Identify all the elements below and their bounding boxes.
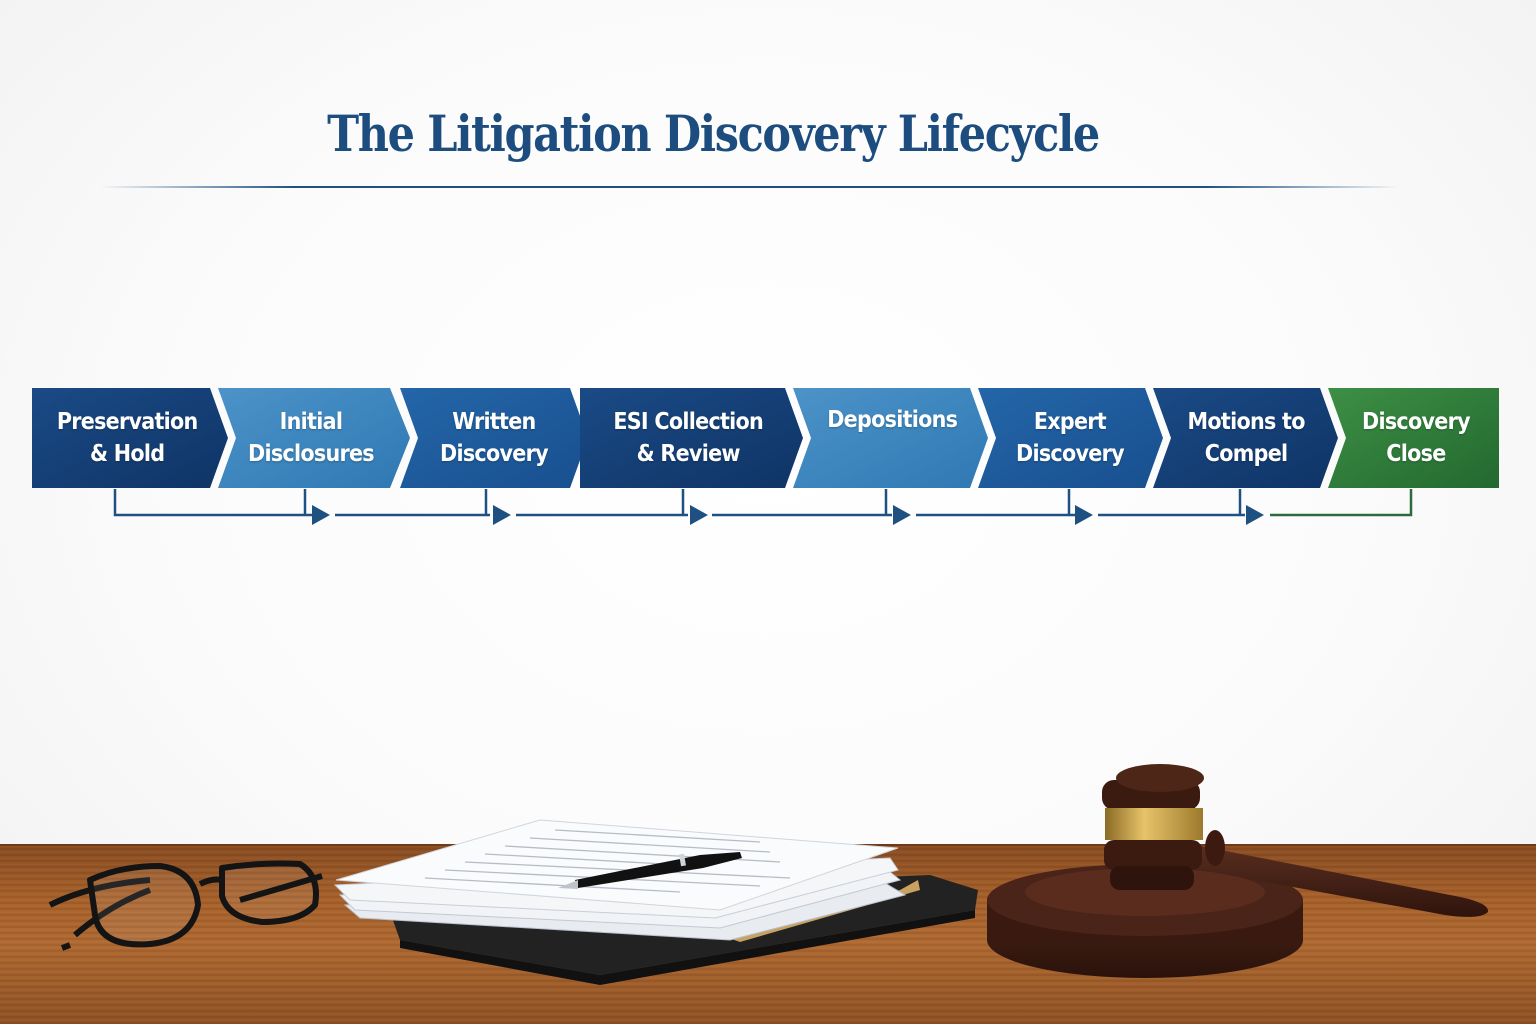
connector-close xyxy=(1270,489,1413,517)
stage-label: ESI Collection & Review xyxy=(613,409,763,467)
arrow-right-icon xyxy=(893,505,911,525)
title-divider xyxy=(100,186,1400,188)
stage-chevron-7 xyxy=(1153,388,1338,488)
connector-arrows xyxy=(113,489,1245,517)
stage-chevron-1 xyxy=(32,388,228,488)
stage-chevron-6 xyxy=(978,388,1163,488)
stage-preservation-hold: Preservation & Hold xyxy=(32,388,222,488)
connector-arrowheads xyxy=(312,505,1264,525)
stage-label: Preservation & Hold xyxy=(56,409,198,467)
stage-label: Initial Disclosures xyxy=(248,409,375,467)
sound-block-icon xyxy=(987,864,1303,978)
stage-written-discovery: Written Discovery xyxy=(408,388,580,488)
stage-chevron-5 xyxy=(793,388,988,488)
stage-discovery-close: Discovery Close xyxy=(1336,388,1496,488)
stage-label: Motions to Compel xyxy=(1187,409,1305,467)
pen-icon xyxy=(558,852,742,889)
arrow-right-icon xyxy=(1075,505,1093,525)
document-stack-icon xyxy=(333,819,907,941)
arrow-right-icon xyxy=(312,505,330,525)
stage-depositions: Depositions xyxy=(800,388,985,488)
stage-chevron-4 xyxy=(580,388,803,488)
stage-motions-to-compel: Motions to Compel xyxy=(1160,388,1332,488)
arrow-right-icon xyxy=(1246,505,1264,525)
stage-label: Expert Discovery xyxy=(1016,409,1125,467)
arrow-right-icon xyxy=(493,505,511,525)
stage-initial-disclosures: Initial Disclosures xyxy=(226,388,396,488)
gavel-icon xyxy=(1102,764,1489,917)
stage-label: Written Discovery xyxy=(440,409,549,467)
page-title: The Litigation Discovery Lifecycle xyxy=(327,104,1100,163)
stage-label: Depositions xyxy=(827,407,958,433)
stage-chevron-2 xyxy=(218,388,410,488)
stage-label: Discovery Close xyxy=(1362,409,1471,467)
stage-chevron-8 xyxy=(1328,388,1499,488)
stage-esi-collection-review: ESI Collection & Review xyxy=(588,388,788,488)
eyeglasses-icon xyxy=(48,860,323,951)
arrow-right-icon xyxy=(690,505,708,525)
stage-expert-discovery: Expert Discovery xyxy=(985,388,1155,488)
stage-chevron-3 xyxy=(400,388,588,488)
